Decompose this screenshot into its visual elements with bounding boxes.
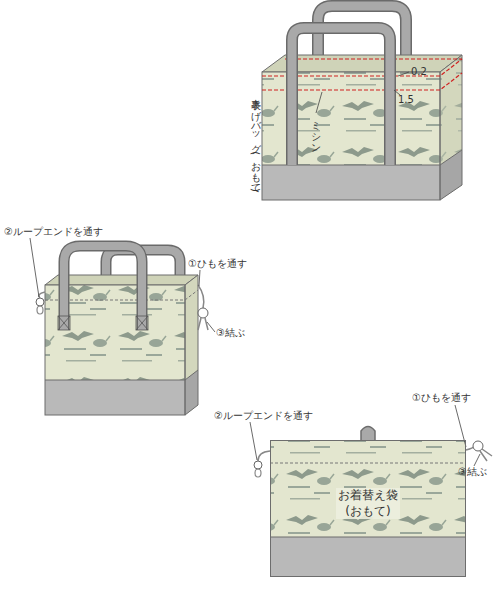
leader-line [398, 72, 409, 76]
callout-label: ミシン [309, 115, 321, 148]
callout-label: 0.2 [411, 66, 427, 78]
bag-side [185, 275, 198, 415]
callout-label: 表手さげバッグ (おもて) [249, 92, 261, 192]
band-seam [270, 537, 466, 538]
leader-line [207, 322, 215, 332]
bottom-band [262, 165, 440, 200]
cord [39, 292, 45, 298]
cord [258, 451, 270, 461]
stitch-line [285, 58, 462, 59]
fabric-print [270, 440, 466, 537]
callout-label: ①ひもを通す [188, 258, 247, 270]
callout-label: 1.5 [398, 94, 414, 106]
front-handle [64, 246, 142, 330]
tote-side [440, 55, 462, 200]
band-seam [45, 370, 198, 380]
bottom-band [270, 537, 466, 577]
leader-line [474, 454, 480, 466]
drawstring-channel [270, 463, 466, 464]
cord-stopper [198, 308, 208, 318]
front-handle [64, 246, 142, 330]
front-handle [292, 28, 390, 165]
bag-name: お着替え袋 (おもて) [336, 488, 400, 519]
leader-line [250, 422, 257, 460]
callout-label: ①ひもを通す [412, 392, 471, 404]
pouch-bag: お着替え袋 (おもて) [270, 440, 466, 577]
loop-end [37, 306, 43, 314]
leader-line [199, 270, 200, 286]
x-stitch [58, 316, 70, 330]
front-handle [292, 28, 390, 165]
callout-label: ②ループエンドを通す [214, 410, 313, 422]
tote-outline [440, 55, 462, 200]
leader-line [30, 238, 39, 297]
x-stitch [136, 316, 148, 330]
pouch-front [270, 440, 466, 577]
cord-stopper [36, 298, 44, 306]
x-stitch [136, 316, 148, 330]
leader-line [316, 92, 322, 113]
bottom-band [45, 380, 185, 415]
callout-label: ③結ぶ [458, 466, 487, 478]
cord [198, 318, 208, 330]
cord [480, 449, 492, 461]
bag-outline [185, 275, 198, 415]
callout-label: ②ループエンドを通す [4, 226, 103, 238]
cord-stopper [254, 461, 262, 469]
hanging-loop [361, 427, 375, 442]
x-stitch [58, 316, 70, 330]
cord [198, 285, 204, 308]
bottom-band [185, 370, 198, 415]
fabric-print [440, 55, 462, 165]
callout-label: ③結ぶ [216, 327, 245, 339]
loop-end [255, 469, 261, 477]
cord-stopper [473, 441, 483, 451]
